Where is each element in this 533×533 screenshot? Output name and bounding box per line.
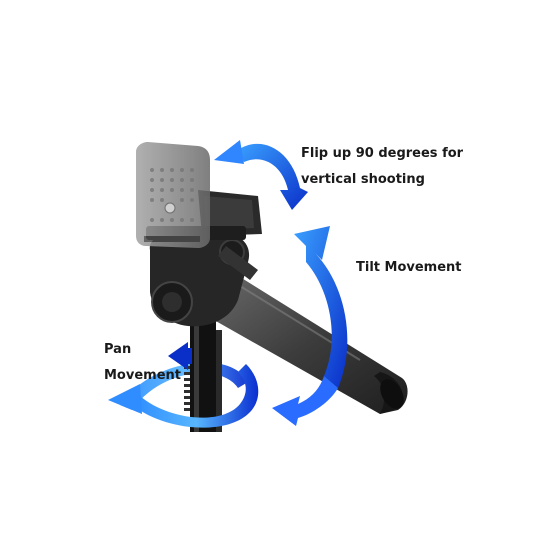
flip-arrow-icon [214, 140, 308, 210]
tilt-arrow-icon [272, 226, 348, 426]
tripod-head-body [149, 232, 258, 327]
pan-label-line2: Movement [104, 368, 181, 383]
pan-label-line1: Pan [104, 342, 132, 357]
pan-arrow-front [108, 364, 259, 428]
tripod-pole [184, 320, 222, 432]
flip-plate [136, 142, 210, 248]
flip-label-line2: vertical shooting [301, 172, 425, 187]
pan-arrowhead-icon [168, 342, 192, 370]
flip-label: Flip up 90 degrees for vertical shooting [301, 141, 463, 193]
tilt-handle [210, 272, 408, 414]
pan-label: Pan Movement [104, 337, 181, 389]
tilt-label: Tilt Movement [356, 255, 462, 281]
flip-label-line1: Flip up 90 degrees for [301, 146, 464, 161]
tilt-label-text: Tilt Movement [356, 260, 462, 275]
